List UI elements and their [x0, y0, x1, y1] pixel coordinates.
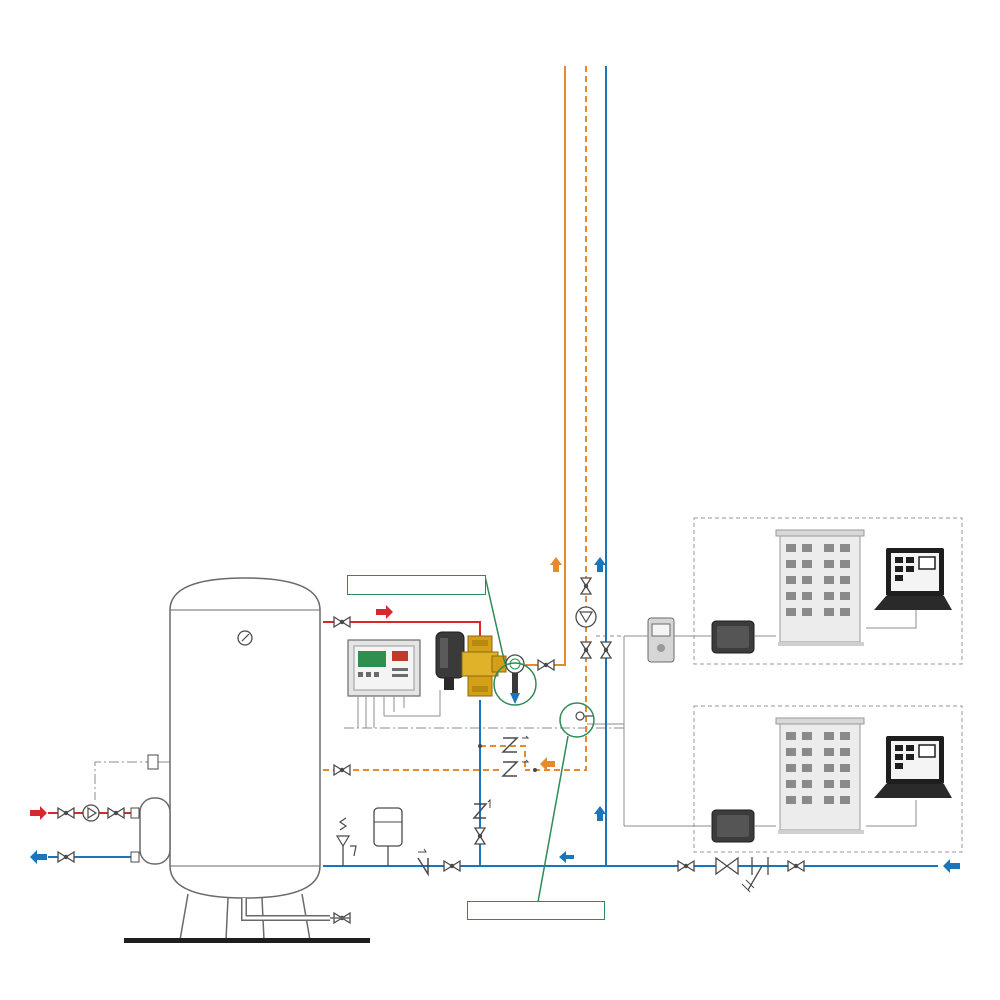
- riser-cold-arrow: [594, 806, 606, 821]
- monitoring-panel-upper: [693, 517, 963, 665]
- check-valve-icon[interactable]: [417, 848, 429, 877]
- laptop-icon: [874, 736, 952, 798]
- callout-markers: [484, 575, 595, 903]
- storage-tank-icon: [124, 577, 370, 943]
- ball-valve-icon[interactable]: [600, 641, 612, 659]
- gate-valve-icon[interactable]: [715, 856, 739, 876]
- building-icon: [775, 717, 865, 834]
- control-panel-icon[interactable]: [347, 639, 441, 728]
- pump-icon[interactable]: [82, 804, 100, 822]
- ball-valve-icon[interactable]: [580, 577, 592, 595]
- pump-icon[interactable]: [575, 606, 597, 628]
- ball-valve-icon[interactable]: [537, 659, 555, 671]
- hot-inlet-arrow: [30, 806, 47, 820]
- data-logger-icon: [711, 620, 755, 654]
- tank-sensor-icon: [147, 754, 159, 770]
- ball-valve-icon[interactable]: [333, 764, 351, 776]
- cold-outlet-arrow: [30, 850, 47, 864]
- ball-valve-icon[interactable]: [333, 616, 351, 628]
- mixing-valve-icon[interactable]: [461, 635, 507, 697]
- riser-cold-arrow: [594, 557, 606, 572]
- temperature-sensor-icon: [575, 711, 594, 721]
- signal-wiring: [94, 610, 917, 827]
- ball-valve-icon[interactable]: [474, 827, 486, 845]
- connector-icon: [130, 807, 140, 819]
- strainer-icon[interactable]: [741, 857, 769, 893]
- check-valve-icon[interactable]: [501, 735, 530, 753]
- mixing-valve-callout-label: [347, 575, 486, 595]
- data-logger-icon: [711, 809, 755, 843]
- check-valve-icon[interactable]: [501, 759, 530, 777]
- ball-valve-icon[interactable]: [787, 860, 805, 872]
- temperature-sensor-callout-label: [467, 901, 605, 920]
- hot-distribution-pipe: [525, 66, 566, 666]
- ball-valve-icon[interactable]: [443, 860, 461, 872]
- actuator-icon[interactable]: [435, 631, 465, 690]
- monitoring-panel-lower: [693, 705, 963, 853]
- pressure-gauge-icon: [237, 630, 253, 646]
- building-icon: [775, 529, 865, 646]
- safety-valve-icon[interactable]: [335, 817, 357, 866]
- connector-icon: [130, 851, 140, 863]
- ball-valve-icon[interactable]: [57, 851, 75, 863]
- thermometer-icon: [505, 654, 525, 704]
- check-valve-icon[interactable]: [472, 798, 491, 819]
- ball-valve-icon[interactable]: [677, 860, 695, 872]
- riser-hot-arrow: [550, 557, 562, 572]
- water-meter-icon: [647, 617, 675, 663]
- cold-main-arrow: [943, 859, 960, 873]
- ball-valve-icon[interactable]: [107, 807, 125, 819]
- expansion-vessel-icon: [373, 807, 403, 866]
- hot-outlet-arrow: [376, 605, 393, 619]
- recirc-return-arrow: [540, 757, 555, 771]
- cold-main-arrow: [559, 851, 574, 863]
- ball-valve-icon[interactable]: [580, 641, 592, 659]
- ball-valve-icon[interactable]: [57, 807, 75, 819]
- laptop-icon: [874, 548, 952, 610]
